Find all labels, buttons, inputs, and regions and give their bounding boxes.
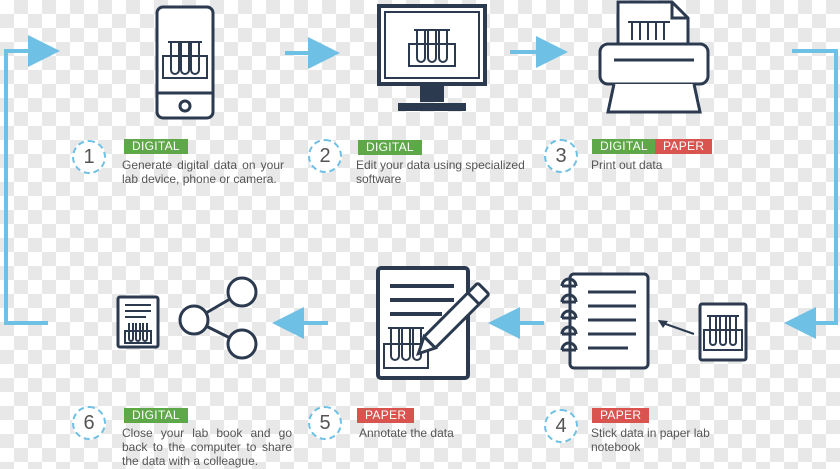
annotate-icon: [376, 266, 490, 380]
monitor-icon: [377, 4, 487, 111]
smartphone-icon: [155, 5, 215, 120]
loop-arrow-right: [784, 49, 838, 339]
step-number-2: 2: [308, 139, 342, 173]
tag-paper: PAPER: [655, 139, 713, 154]
document-icon: [116, 295, 160, 349]
tag-paper: PAPER: [357, 408, 415, 423]
step-description-1: Generate digital data on your lab device…: [122, 158, 284, 186]
step-description-4: Stick data in paper lab notebook: [591, 426, 710, 454]
printer-icon: [598, 0, 710, 114]
tag-digital: DIGITAL: [592, 139, 656, 154]
tag-digital: DIGITAL: [124, 408, 188, 423]
notebook-icon: [560, 272, 650, 370]
tag-digital: DIGITAL: [124, 139, 188, 154]
share-icon: [178, 276, 258, 360]
step-number-1: 1: [72, 140, 106, 174]
step-number-6: 6: [72, 406, 106, 440]
sample-card-icon: [698, 302, 748, 362]
tag-digital: DIGITAL: [358, 140, 422, 155]
step-number-3: 3: [544, 139, 578, 173]
step-description-2: Edit your data using specialized softwar…: [356, 158, 525, 186]
step-number-5: 5: [308, 406, 342, 440]
step-number-4: 4: [544, 409, 578, 443]
step-description-6: Close your lab book and go back to the c…: [122, 426, 292, 468]
loop-arrow-left: [4, 35, 60, 325]
tag-paper: PAPER: [592, 408, 650, 423]
step-description-5: Annotate the data: [359, 426, 454, 440]
arrow-into-notebook: [658, 320, 695, 335]
step-description-3: Print out data: [591, 158, 663, 172]
